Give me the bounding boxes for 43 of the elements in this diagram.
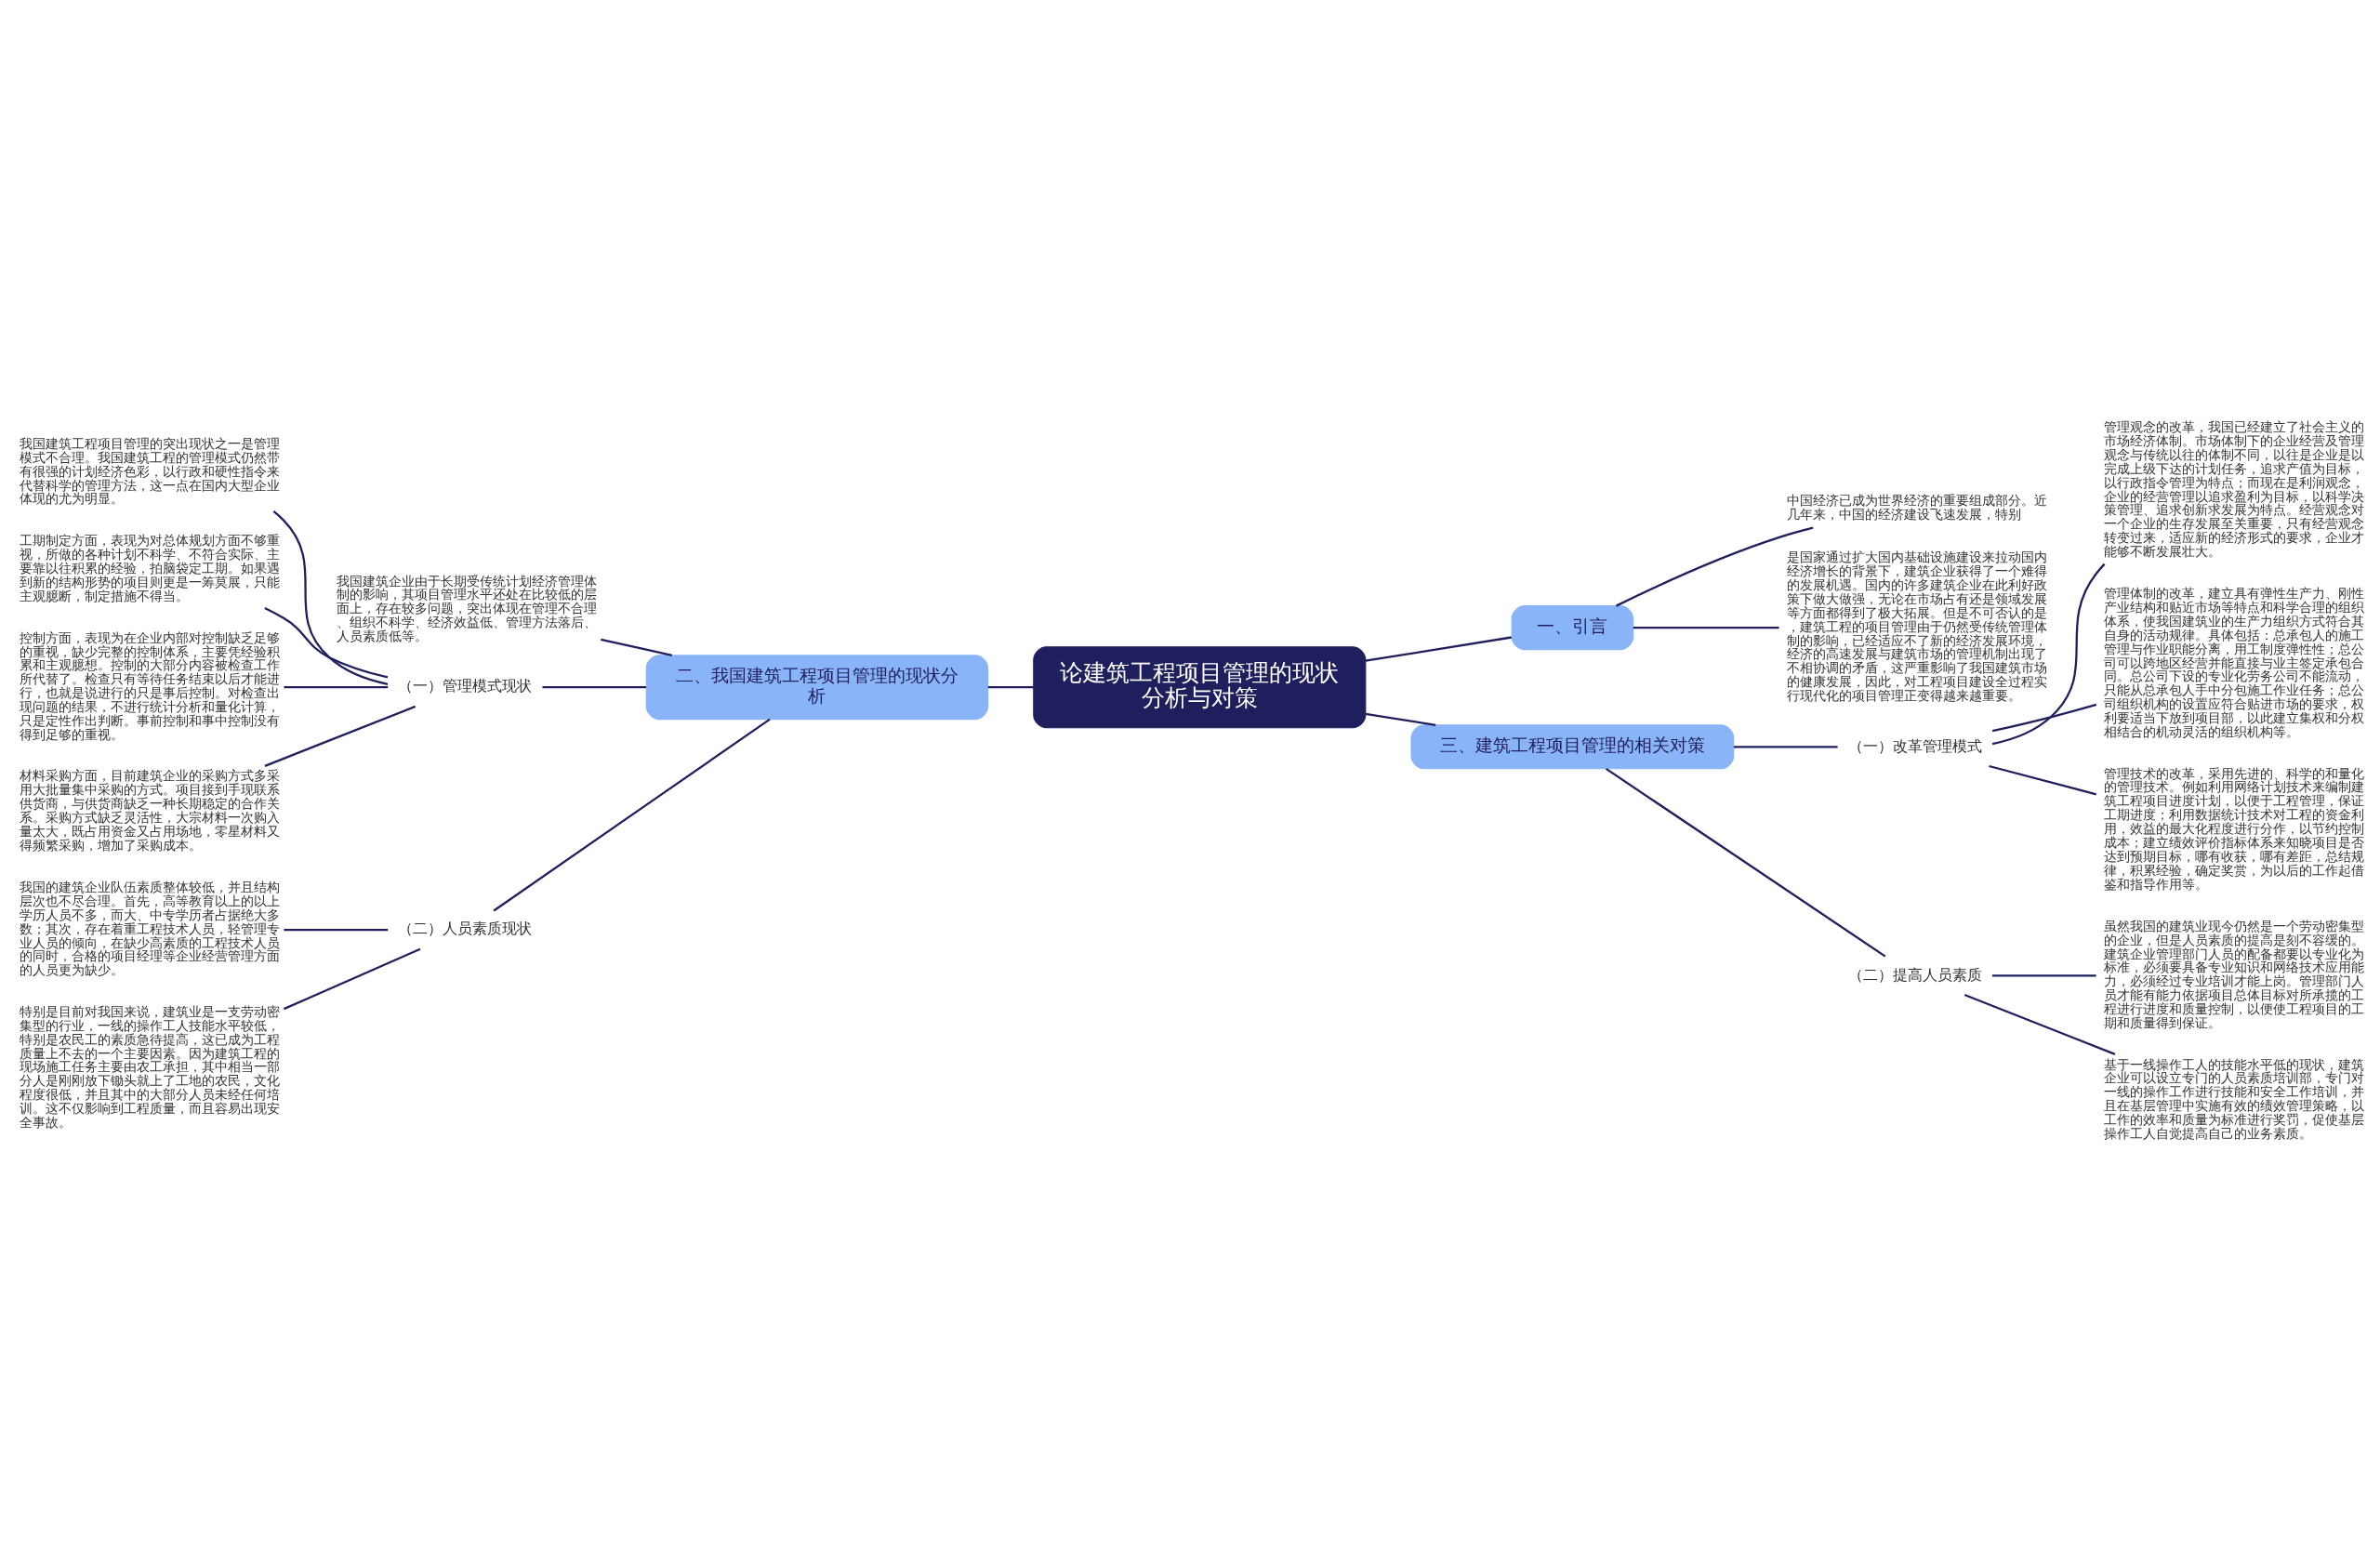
node-text: 管理技术的改革，采用先进的、科学的和量化的管理技术。例如利用网络计划技术来编制建筑工程项目进度计划，以便于工程管理，保证工期进度；利用数据统计技术对工程的资金利用，效益的最大化程度进行分作，以节约控制成本；建立绩效评价指标体系来知晓项目是否达到预期目标，哪有收获，哪有差距，总结规律，积累经验，确定奖赏，为以后的工作起借鉴和指导作用等。 (2103, 765, 2364, 892)
node-text: 我国的建筑企业队伍素质整体较低，并且结构层次也不尽合理。首先，高等教育以上的以上学历人员不多，而大、中专学历者占据绝大多数；其次，存在着重工程技术人员，轻管理专业人员的倾向，在缺少高素质的工程技术人员的同时，合格的项目经理等企业经营管理方面的人员更为缺少。 (20, 879, 281, 977)
connector (264, 705, 416, 767)
node-box: 二、我国建筑工程项目管理的现状分析 (645, 654, 989, 720)
node-text: 管理体制的改革，建立具有弹性生产力、刚性产业结构和贴近市场等特点和科学合理的组织体系，使我国建筑业的生产力组织方式符合其自身的活动规律。具体包括：总承包人的施工管理与作业职能分离，用工制度弹性性；总公司可以跨地区经营并能直接与业主签定承包合同。总公司下设的专业化劳务公司不能流动，只能从总承包人手中分包施工作业任务；总公司组织机构的设置应符合贴进市场的要求，权利要适当下放到项目部，以此建立集权和分权相结合的机动灵活的组织机构等。 (2103, 585, 2364, 739)
connector (1365, 712, 1436, 726)
connector (283, 947, 421, 1010)
connector (1616, 526, 1814, 607)
connector (542, 685, 647, 688)
node-text: （一）改革管理模式 (1847, 736, 1982, 755)
node-text: 中国经济已成为世界经济的重要组成部分。近几年来，中国的经济建设飞速发展，特别 (1786, 492, 2047, 522)
node-box: 一、引言 (1511, 604, 1634, 650)
node-text: 管理观念的改革，我国已经建立了社会主义的市场经济体制。市场体制下的企业经营及管理观念与传统以往的体制不同，以往是企业是以完成上级下达的计划任务，追求产值为目标，以行政指令管理为特点；而现在是利润观念，企业的经营管理以追求盈利为目标，以科学决策管理、追求创新求发展为特点。经营观念对一个企业的生存发展至关重要，只有经营观念转变过来，适应新的经济形式的要求，企业才能够不断发展壮大。 (2103, 418, 2364, 559)
connector (987, 685, 1034, 688)
node-text: 基于一线操作工人的技能水平低的现状，建筑企业可以设立专门的人员素质培训部，专门对一线的操作工作进行技能和安全工作培训，并且在基层管理中实施有效的绩效管理策略，以工作的效率和质量为标准进行奖罚，促使基层操作工人自觉提高自己的业务素质。 (2103, 1056, 2364, 1141)
node-box: 三、建筑工程项目管理的相关对策 (1410, 723, 1735, 769)
node-box: 论建筑工程项目管理的现状分析与对策 (1033, 645, 1367, 728)
connector (1365, 635, 1512, 662)
node-text: 是国家通过扩大国内基础设施建设来拉动国内经济增长的背景下，建筑企业获得了一个难得的发展机遇。国内的许多建筑企业在此利好政策下做大做强，无论在市场占有还是领域发展等方面都得到了极大拓展。但是不可否认的是，建筑工程的项目管理由于仍然受传统管理体制的影响，已经适应不了新的经济发展环境，经济的高速发展与建筑市场的管理机制出现了不相协调的矛盾，这严重影响了我国建筑市场的健康发展，因此，对工程项目建设全过程实行现代化的项目管理正变得越来越重要。 (1786, 549, 2047, 703)
connector (1633, 626, 1779, 629)
connector (1991, 563, 2106, 745)
connector (284, 928, 389, 931)
connector (1991, 703, 2097, 732)
node-text: （一）管理模式现状 (398, 676, 533, 695)
connector (1606, 767, 1886, 958)
connector (272, 510, 389, 685)
node-text: 虽然我国的建筑业现今仍然是一个劳动密集型的企业，但是人员素质的提高是刻不容缓的。建筑企业管理部门人员的配备都要以专业化为标准，必须要具备专业知识和网络技术应用能力，必须经过专业培训才能上岗。管理部门人员才能有能力依据项目总体目标对所承揽的工程进行进度和质量控制，以便使工程项目的工期和质量得到保证。 (2103, 918, 2364, 1030)
connector (1989, 764, 2097, 795)
node-text: 控制方面，表现为在企业内部对控制缺乏足够的重视，缺少完整的控制体系，主要凭经验积累和主观臆想。控制的大部分内容被检查工作所代替了。检查只有等待任务结束以后才能进行，也就是说进行的只是事后控制。对检查出现问题的结果，不进行统计分析和量化计算，只是定性作出判断。事前控制和事中控制没有得到足够的重视。 (20, 629, 281, 742)
node-text: 工期制定方面，表现为对总体规划方面不够重视，所做的各种计划不科学、不符合实际、主要靠以往积累的经验，拍脑袋定工期。如果遇到新的结构形势的项目则更是一筹莫展，只能主观臆断，制定措施不得当。 (20, 532, 281, 603)
node-text: （二）提高人员素质 (1847, 965, 1982, 984)
node-text: 我国建筑企业由于长期受传统计划经济管理体制的影响，其项目管理水平还处在比较低的层面上，存在较多问题，突出体现在管理不合理、组织不科学、经济效益低、管理方法落后、人员素质低等。 (337, 572, 598, 643)
node-text: （二）人员素质现状 (398, 919, 533, 937)
connector (601, 638, 673, 656)
connector (1991, 973, 2096, 976)
node-text: 材料采购方面，目前建筑企业的采购方式多采用大批量集中采购的方式。项目接到手现联系供货商，与供货商缺乏一种长期稳定的合作关系。采购方式缺乏灵活性，大宗材料一次购入量太大，既占用资金又占用场地，零星材料又得频繁采购，增加了采购成本。 (20, 767, 281, 853)
connector (284, 685, 389, 688)
connector (1964, 993, 2116, 1055)
connector (264, 606, 389, 678)
connector (1733, 745, 1838, 748)
connector (493, 718, 771, 911)
node-text: 特别是目前对我国来说，建筑业是一支劳动密集型的行业，一线的操作工人技能水平较低，特别是农民工的素质急待提高，这已成为工程质量上不去的一个主要因素。因为建筑工程的现场施工任务主要由农工承担，其中相当一部分人是刚刚放下锄头就上了工地的农民，文化程度很低，并且其中的大部分人员未经任何培训。这不仅影响到工程质量，而且容易出现安全事故。 (20, 1003, 281, 1130)
node-text: 我国建筑工程项目管理的突出现状之一是管理模式不合理。我国建筑工程的管理模式仍然带有很强的计划经济色彩，以行政和硬性指令来代替科学的管理方法，这一点在国内大型企业体现的尤为明显。 (20, 435, 281, 506)
